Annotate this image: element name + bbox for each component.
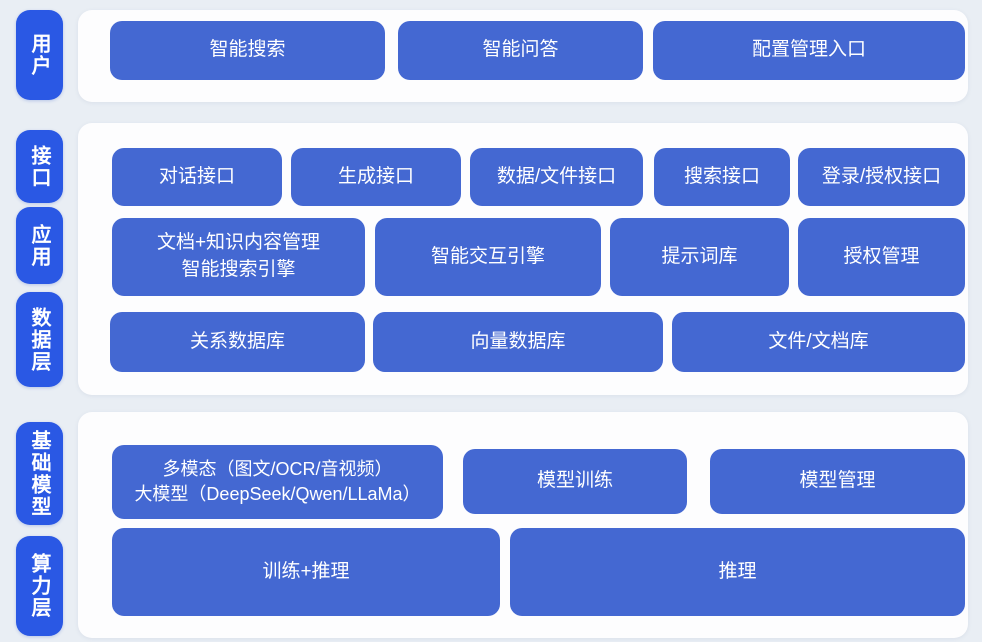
box-doc-knowledge-line1: 文档+知识内容管理	[156, 232, 321, 254]
rail-user-layer: 用户	[16, 10, 63, 100]
box-model-training: 模型训练	[463, 449, 687, 514]
rail-compute-layer: 算力层	[16, 536, 63, 636]
rail-interface-layer: 接口	[16, 130, 63, 203]
box-prompt-library: 提示词库	[610, 218, 789, 296]
box-config-management-entry: 配置管理入口	[653, 21, 965, 80]
box-chat-api: 对话接口	[112, 148, 282, 206]
rail-application-layer: 应用	[16, 207, 63, 284]
box-multimodal-large-model: 多模态（图文/OCR/音视频） 大模型（DeepSeek/Qwen/LLaMa）	[112, 445, 443, 519]
rail-foundation-model-layer: 基础模型	[16, 422, 63, 525]
box-search-api: 搜索接口	[654, 148, 790, 206]
box-login-auth-api: 登录/授权接口	[798, 148, 965, 206]
box-authorization-management: 授权管理	[798, 218, 965, 296]
rail-data-layer: 数据层	[16, 292, 63, 387]
box-multimodal-line2: 大模型（DeepSeek/Qwen/LLaMa）	[134, 484, 421, 504]
box-smart-search: 智能搜索	[110, 21, 385, 80]
box-training-plus-inference: 训练+推理	[112, 528, 500, 616]
box-multimodal-line1: 多模态（图文/OCR/音视频）	[162, 458, 393, 479]
box-doc-knowledge-search-engine: 文档+知识内容管理 智能搜索引擎	[112, 218, 365, 296]
box-smart-interaction-engine: 智能交互引擎	[375, 218, 601, 296]
box-data-file-api: 数据/文件接口	[470, 148, 643, 206]
box-inference: 推理	[510, 528, 965, 616]
box-doc-knowledge-line2: 智能搜索引擎	[181, 259, 296, 280]
box-relational-database: 关系数据库	[110, 312, 365, 372]
box-smart-qa: 智能问答	[398, 21, 643, 80]
box-model-management: 模型管理	[710, 449, 965, 514]
box-vector-database: 向量数据库	[373, 312, 663, 372]
box-file-document-store: 文件/文档库	[672, 312, 965, 372]
box-generate-api: 生成接口	[291, 148, 461, 206]
